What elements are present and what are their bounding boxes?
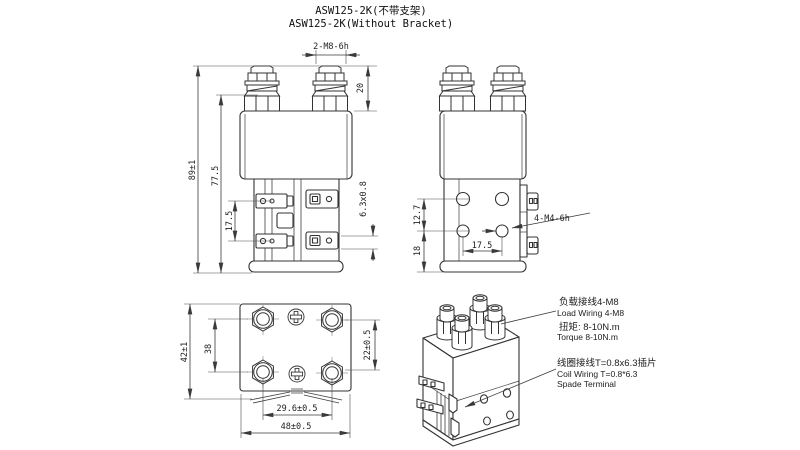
dim-mounting-holes: 4-M4-6h (534, 214, 570, 224)
bottom-view: 42±1 38 22±0.5 29.6±0.5 48±0.5 (180, 303, 380, 438)
iso-bottom-flange (422, 418, 520, 447)
bottom-view-body (239, 303, 352, 404)
side-view: 12.7 18 17.5 4-M4-6h (413, 65, 591, 273)
front-view: 89±1 77.5 17.5 2-M8-6h 20 6.3x0.8 (188, 42, 378, 274)
dim-hole-vertical-spacing: 12.7 (413, 205, 423, 225)
dim-coil-terminal-pitch: 17.5 (225, 211, 235, 231)
iso-stud-front (451, 314, 473, 351)
iso-mounting-holes (479, 388, 514, 426)
front-view-body (239, 65, 353, 273)
title-line-en: ASW125-2K(Without Bracket) (289, 18, 453, 30)
annotation-coil-wiring-en: Coil Wiring T=0.8*6.3 (557, 369, 638, 379)
coil-wiring-leader-line (464, 368, 557, 408)
annotation-load-wiring-cn: 负载接线4-M8 (559, 296, 619, 308)
iso-stud-right (484, 304, 506, 341)
dim-depth: 42±1 (180, 342, 190, 362)
dim-stud-rows-spacing: 22±0.5 (363, 330, 373, 361)
bottom-feet (249, 388, 343, 404)
dim-overall-height: 89±1 (188, 160, 198, 180)
side-hole-top-right (494, 191, 510, 207)
dim-stud-columns-spacing: 29.6±0.5 (277, 404, 318, 414)
load-wiring-leader-line (500, 310, 557, 325)
annotation-coil-wiring-cn: 线圈接线T=0.8x6.3插片 (557, 357, 657, 369)
drawing-title: ASW125-2K(不带支架) ASW125-2K(Without Bracke… (289, 5, 453, 30)
annotation-torque-en: Torque 8-10N.m (557, 332, 618, 342)
front-stud-left (244, 65, 280, 112)
side-stud-right (490, 65, 526, 112)
annotation-block: 负载接线4-M8 Load Wiring 4-M8 扭矩: 8-10N.m To… (464, 296, 657, 408)
side-hole-bottom-right (495, 224, 509, 238)
dim-hole-rows-spacing: 38 (204, 344, 214, 354)
dim-spade-size: 6.3x0.8 (359, 181, 369, 217)
side-view-dimensions: 12.7 18 17.5 4-M4-6h (413, 198, 591, 273)
front-stud-right (312, 65, 348, 112)
dim-width: 48±0.5 (281, 422, 312, 432)
dim-stud-height: 20 (356, 83, 366, 93)
dim-stud-thread: 2-M8-6h (313, 42, 349, 52)
bottom-view-dimensions: 42±1 38 22±0.5 29.6±0.5 48±0.5 (180, 303, 380, 438)
annotation-torque-cn: 扭矩: 8-10N.m (559, 321, 620, 333)
dim-hole-pitch: 17.5 (472, 241, 492, 251)
dim-body-height: 77.5 (211, 166, 221, 186)
dim-hole-to-base: 18 (413, 246, 423, 256)
side-view-body (439, 65, 539, 273)
front-view-dimensions: 89±1 77.5 17.5 2-M8-6h 20 6.3x0.8 (188, 42, 378, 274)
annotation-spade-terminal-en: Spade Terminal (557, 379, 616, 389)
side-stud-left (439, 65, 475, 112)
annotation-load-wiring-en: Load Wiring 4-M8 (557, 308, 624, 318)
isometric-view (416, 294, 520, 447)
bottom-screw-bottom (288, 365, 306, 383)
front-center-boss (276, 212, 294, 229)
title-line-cn: ASW125-2K(不带支架) (315, 5, 427, 17)
iso-side-spades (416, 375, 445, 415)
iso-coil-spades (448, 393, 460, 438)
front-coil-terminals-right (305, 189, 339, 250)
bottom-screw-top (287, 308, 305, 326)
